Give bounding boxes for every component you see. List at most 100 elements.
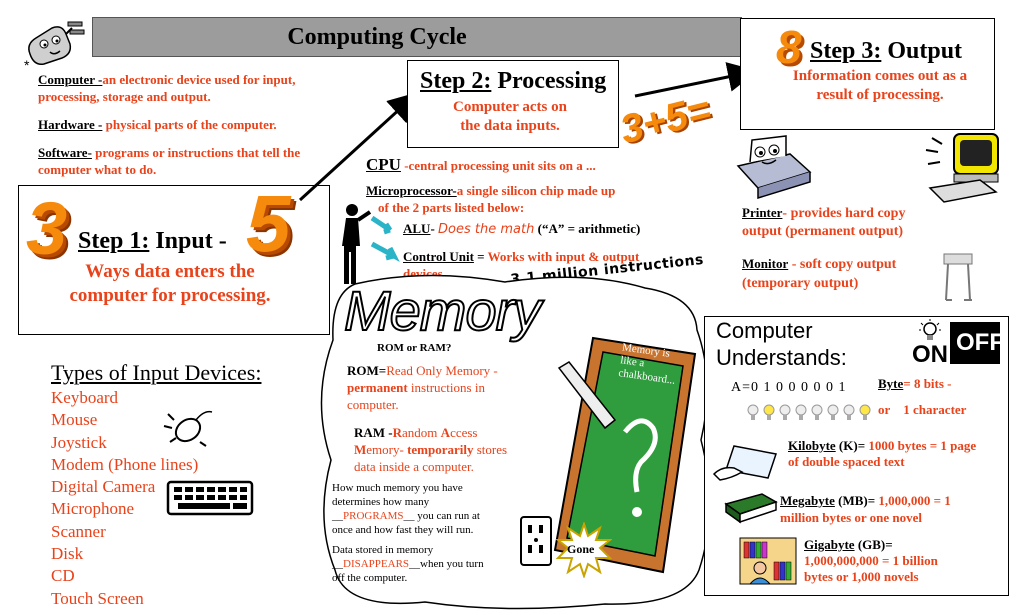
- keyboard-icon: [166, 480, 254, 516]
- monitor-term: Monitor: [742, 256, 789, 271]
- printer-def-2: output (permanent output): [742, 224, 904, 239]
- kb-term: Kilobyte: [788, 438, 836, 453]
- ram-def-4: stores: [473, 442, 508, 457]
- printer-def: Printer- provides hard copy output (perm…: [742, 204, 972, 241]
- on-label: ON: [912, 341, 948, 368]
- chalkboard-icon: [553, 336, 697, 574]
- gigabyte-def: Gigabyte (GB)= 1,000,000,000 = 1 billion…: [804, 537, 1004, 585]
- software-def-1: programs or instructions that tell the: [91, 145, 301, 160]
- micro-def-2: of the 2 parts listed below:: [378, 200, 525, 215]
- megabyte-def: Megabyte (MB)= 1,000,000 = 1 million byt…: [780, 492, 1000, 526]
- step2-label: Step 2:: [420, 68, 492, 94]
- page-title: Computing Cycle: [287, 24, 467, 50]
- ram-term: RAM -: [354, 425, 393, 440]
- input-devices-heading: Types of Input Devices:: [51, 360, 262, 385]
- monitor-def-2: (temporary output): [742, 276, 859, 291]
- kb-def-2: of double spaced text: [788, 454, 905, 469]
- micro-def-1: a single silicon chip made up: [456, 183, 616, 198]
- list-item: Digital Camera: [51, 477, 156, 497]
- cpu-def: -central processing unit sits on a ...: [400, 158, 596, 173]
- plotter-icon: [943, 253, 973, 301]
- number-5-art: 5: [246, 179, 291, 268]
- step1-desc-1: Ways data enters the: [85, 261, 255, 282]
- monitor-def-1: - soft copy output: [788, 257, 897, 272]
- memory-title: Memory: [343, 278, 542, 343]
- list-item: Mouse: [51, 410, 98, 430]
- how-1: How much memory you have: [332, 482, 463, 494]
- gb-term: Gigabyte: [804, 537, 855, 552]
- ram-def-2: ccess: [450, 425, 478, 440]
- hardware-def: physical parts of the computer.: [102, 117, 277, 132]
- gone-label: Gone: [567, 542, 595, 556]
- book-icon: [724, 493, 778, 524]
- step3-desc-2: result of processing.: [816, 87, 944, 103]
- ram-m: M: [354, 442, 367, 457]
- understands-heading: Computer Understands:: [716, 317, 847, 371]
- how-2: determines how many: [332, 496, 430, 508]
- step2-box: [407, 60, 619, 148]
- byte-char-text: 1 character: [903, 402, 967, 417]
- computer-term: Computer -: [38, 72, 103, 87]
- ram-def: RAM -Random Access Memory- temporarily s…: [354, 424, 529, 475]
- step3-desc: Information comes out as a result of pro…: [760, 67, 1000, 105]
- byte-char: or 1 character: [878, 402, 966, 418]
- gb-def-1: 1,000,000,000 = 1 billion: [804, 553, 938, 568]
- byte-or: or: [878, 402, 891, 417]
- rom-eq: =: [378, 363, 387, 378]
- alu-def: Does the math: [438, 222, 535, 237]
- input-devices-list: Keyboard Mouse Joystick Modem (Phone lin…: [51, 387, 251, 610]
- ram-def-5: data inside a computer.: [354, 459, 474, 474]
- plug-icon: *: [24, 21, 85, 70]
- alu-term: ALU: [403, 221, 431, 236]
- stored-blank-pre: __: [332, 558, 343, 570]
- outlet-icon: [520, 516, 552, 566]
- step1-desc: Ways data enters the computer for proces…: [40, 260, 300, 308]
- computer-def-2: processing, storage and output.: [38, 89, 211, 104]
- ram-def-1: andom: [402, 425, 441, 440]
- svg-text:*: *: [24, 57, 30, 70]
- computer-icon: [925, 133, 999, 203]
- alu-line: ALU- Does the math (“A” = arithmetic): [403, 220, 683, 238]
- ram-r: R: [392, 425, 403, 440]
- memory-subtitle: ROM or RAM?: [377, 342, 452, 354]
- rom-def: ROM=Read Only Memory - permanent instruc…: [347, 362, 522, 413]
- arrow-step2-to-step3: [634, 62, 758, 98]
- understands-heading-2: Understands:: [716, 345, 847, 370]
- mouse-icon: [163, 410, 213, 447]
- rom-bold: permanent: [347, 380, 408, 395]
- number-3-art: 3: [26, 187, 68, 270]
- rom-term: ROM: [347, 363, 379, 378]
- mb-def-1: 1,000,000 = 1: [875, 493, 951, 508]
- mb-abbr: (MB)=: [834, 493, 876, 508]
- cu-term: Control Unit: [403, 249, 474, 264]
- burst-icon: [556, 522, 612, 578]
- paper-hand-icon: [712, 445, 777, 481]
- list-item: Joystick: [51, 432, 107, 452]
- step1-desc-2: computer for processing.: [69, 285, 271, 306]
- software-def-2: computer what to do.: [38, 162, 157, 177]
- arrow-step1-to-step2: [298, 91, 419, 202]
- step1-box: [18, 185, 330, 335]
- list-item: Modem (Phone lines): [51, 454, 199, 474]
- mb-term: Megabyte: [780, 493, 835, 508]
- ram-def-3: emory-: [366, 442, 408, 457]
- list-item: Microphone: [51, 499, 135, 519]
- mb-def-2: million bytes or one novel: [780, 510, 923, 525]
- rom-def-1: Read Only Memory -: [386, 363, 498, 378]
- step3-desc-1: Information comes out as a: [792, 68, 968, 84]
- kb-def-1: 1000 bytes = 1 page: [865, 438, 977, 453]
- kilobyte-def: Kilobyte (K)= 1000 bytes = 1 page of dou…: [788, 438, 1003, 470]
- printer-icon: [736, 135, 812, 200]
- step2-title: Step 2: Processing: [420, 68, 606, 95]
- step3-box: [740, 18, 995, 130]
- definitions: Computer -an electronic device used for …: [38, 71, 358, 178]
- how-blank-word: PROGRAMS: [343, 510, 404, 522]
- cpu-section: CPU -central processing unit sits on a .…: [366, 156, 686, 216]
- ram-a: A: [440, 425, 451, 440]
- stored-blank-post: __when you turn: [409, 558, 484, 570]
- number-8-art: 8: [776, 21, 802, 73]
- bulbs-row-icon: [747, 404, 871, 420]
- lightbulb-icon: [919, 319, 941, 340]
- list-item: CD: [51, 566, 75, 586]
- list-item: Keyboard: [51, 388, 119, 407]
